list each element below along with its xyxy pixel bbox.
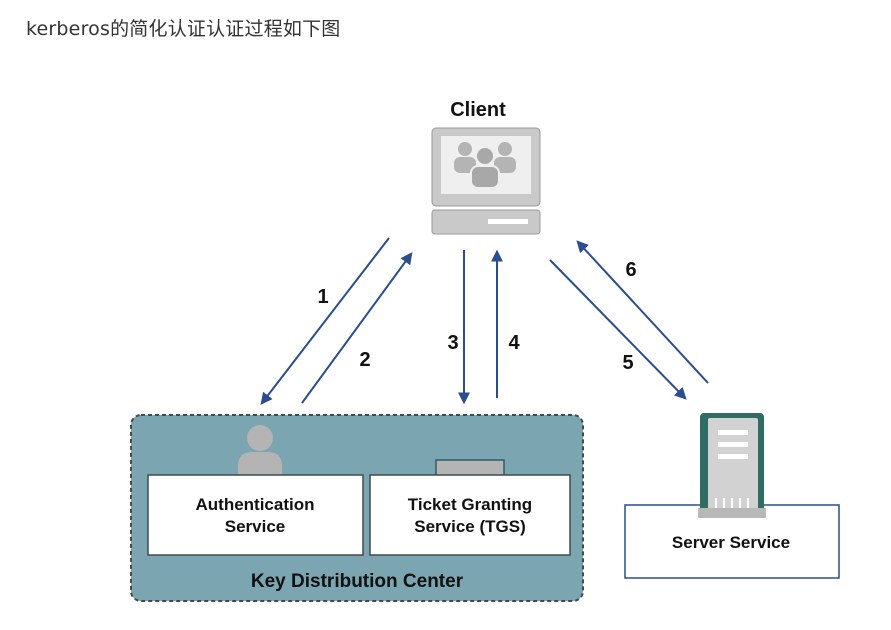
arrow-step-6 — [576, 240, 709, 384]
step-label-1: 1 — [317, 286, 328, 308]
person-icon — [238, 425, 282, 476]
tgs-box — [369, 474, 571, 556]
step-label-3: 3 — [447, 332, 458, 354]
arrow-step-2 — [301, 252, 413, 404]
client-computer-icon — [431, 127, 541, 235]
step-label-4: 4 — [508, 332, 520, 354]
client-label: Client — [450, 99, 506, 121]
authentication-service-box — [147, 474, 364, 556]
page-caption: kerberos的简化认证认证过程如下图 — [26, 18, 341, 40]
as-label-line1: Authentication — [196, 495, 315, 514]
step-label-6: 6 — [625, 259, 636, 281]
as-label-line2: Service — [225, 517, 286, 536]
arrow-step-1 — [260, 237, 390, 405]
step-label-5: 5 — [622, 352, 633, 374]
server-icon — [698, 413, 766, 518]
server-service-label: Server Service — [672, 533, 790, 552]
tgs-label-line1: Ticket Granting — [408, 495, 532, 514]
arrow-step-5 — [549, 259, 687, 400]
step-label-2: 2 — [359, 349, 370, 371]
kdc-label: Key Distribution Center — [251, 571, 464, 592]
tgs-label-line2: Service (TGS) — [414, 517, 526, 536]
